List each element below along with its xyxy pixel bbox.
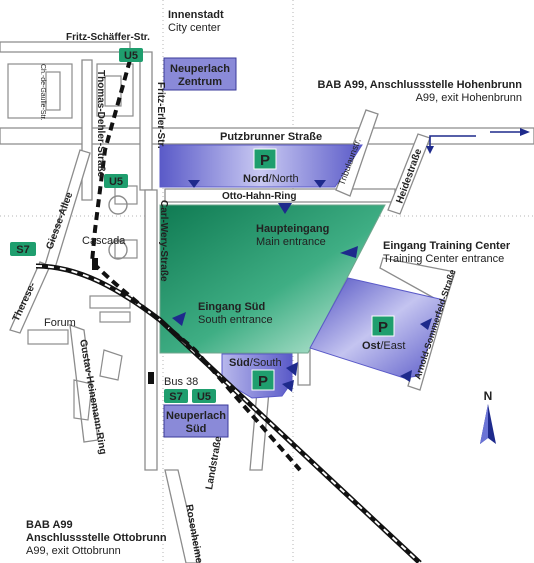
s7-badge-south-label: S7	[169, 391, 182, 403]
street-otto-hahn: Otto-Hahn-Ring	[222, 191, 296, 202]
road-thomas-dehler	[81, 59, 93, 201]
arrow-head-down	[426, 146, 434, 154]
parking-nord-en: /North	[269, 173, 299, 185]
arrow-sued-1	[286, 362, 298, 376]
u5-badge-south-label: U5	[197, 391, 211, 403]
parking-sign-ost	[371, 315, 395, 337]
arrow-training	[340, 246, 358, 258]
street-carl-wery: Carl-Wery-Straße	[158, 200, 169, 282]
parking-sign-nord	[253, 148, 277, 170]
parking-nord-label: Nord/North	[243, 173, 299, 185]
bus-label: Bus 38	[164, 376, 198, 388]
arrow-sued-2	[282, 380, 294, 392]
main-entrance-en: Main entrance	[256, 236, 326, 248]
road-fritz-erler	[139, 51, 153, 191]
u5-badge-mid	[104, 174, 128, 188]
u5-badge-top	[119, 48, 143, 62]
venue-area	[159, 204, 386, 354]
station-zentrum-line1: Neuperlach	[170, 63, 230, 75]
parking-ost-label: Ost/East	[362, 340, 405, 352]
road-arnold-sommerfeld	[379, 257, 456, 391]
arrow-nord-west	[188, 180, 200, 188]
parking-sign-ost-label: P	[378, 319, 388, 336]
station-zentrum-box	[163, 57, 237, 91]
s7-badge-south	[164, 389, 188, 403]
parking-ost-de: Ost	[362, 340, 381, 352]
road-fritz-schaeffer	[0, 41, 131, 53]
s7-badge-west-label: S7	[16, 244, 29, 256]
bab-north-title: BAB A99, Anschlussstelle Hohenbrunn	[317, 79, 522, 91]
bab-south-line1: BAB A99	[26, 519, 73, 531]
street-putzbrunner: Putzbrunner Straße	[220, 131, 322, 143]
parking-sign-nord-label: P	[260, 152, 270, 169]
s7-badge-west	[10, 242, 36, 256]
training-entrance-en: Training Center entrance	[383, 253, 504, 265]
training-entrance-de: Eingang Training Center	[383, 240, 511, 252]
bab-north-sub: A99, exit Hohenbrunn	[416, 92, 522, 104]
parking-sign-sued	[251, 369, 275, 391]
compass-north-label: N	[484, 389, 493, 403]
rail-s-bahn-dashes	[35, 265, 421, 563]
south-entrance-de: Eingang Süd	[198, 301, 265, 313]
u5-badge-mid-label: U5	[109, 176, 123, 188]
arrow-ost-1	[420, 318, 432, 330]
rail-u-bahn	[89, 59, 302, 472]
parking-nord-de: Nord	[243, 173, 269, 185]
street-thomas-dehler: Thomas-Dehler-Straße	[95, 70, 106, 178]
street-fritz-schaeffer: Fritz-Schäffer-Str.	[66, 32, 150, 43]
arrow-nord-east	[314, 180, 326, 188]
compass-needle-shade	[480, 404, 488, 444]
arrow-ost-2	[400, 370, 412, 382]
parking-sign-sued-label: P	[258, 373, 268, 390]
road-carl-wery	[144, 189, 158, 471]
parking-sued-de: Süd	[229, 357, 250, 369]
bab-south-sub: A99, exit Ottobrunn	[26, 545, 121, 557]
station-sued-box	[163, 404, 229, 438]
arrow-head-east	[520, 128, 530, 136]
arrow-south-entrance	[172, 312, 186, 326]
street-landstrasse: Landstraße	[204, 435, 224, 490]
city-center-label: City center	[168, 22, 221, 34]
rail-lines	[35, 59, 422, 563]
forum-label: Forum	[44, 317, 76, 329]
parking-sued-label: Süd/South	[229, 357, 282, 369]
road-gustav-heinemann	[69, 324, 99, 443]
parking-signs: P P P	[251, 148, 395, 391]
station-zentrum-line2: Zentrum	[178, 76, 222, 88]
station-sued-line2: Süd	[186, 423, 207, 435]
compass: N	[480, 389, 496, 444]
street-de-gaulle: Ch.-de-Gaulle-Str.	[39, 64, 46, 120]
main-entrance-de: Haupteingang	[256, 223, 329, 235]
cascada-label: Cascada	[82, 235, 126, 247]
arrow-main	[278, 203, 292, 214]
road-putzbrunner	[0, 127, 534, 145]
u5-badge-south	[192, 389, 216, 403]
station-sued-line1: Neuperlach	[166, 410, 226, 422]
innenstadt-label: Innenstadt	[168, 9, 224, 21]
street-fritz-erler: Fritz-Erler-Str.	[155, 82, 166, 149]
station-markers	[92, 258, 154, 384]
parking-ost-en: /East	[380, 340, 405, 352]
transit-badges: U5 U5 S7 S7 U5	[10, 48, 216, 403]
cascada-shapes	[108, 195, 128, 260]
bab-south-line2: Anschlussstelle Ottobrunn	[26, 532, 167, 544]
direction-arrow-hohenbrunn	[429, 131, 520, 148]
south-entrance-en: South entrance	[198, 314, 273, 326]
parking-sued-en: /South	[250, 357, 282, 369]
entry-arrows	[172, 180, 432, 392]
u5-badge-top-label: U5	[124, 50, 138, 62]
road-landstrasse	[164, 469, 201, 563]
